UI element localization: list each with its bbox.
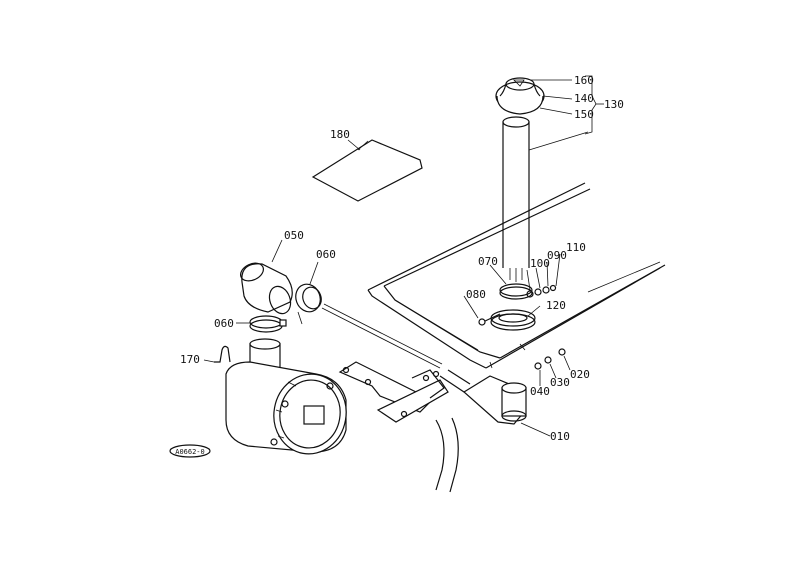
- callout-050: 050: [284, 229, 304, 242]
- callout-160: 160: [574, 74, 594, 87]
- callout-120: 120: [546, 299, 566, 312]
- callout-180: 180: [330, 128, 350, 141]
- pre-cleaner-cap: [495, 77, 545, 115]
- elbow-050: [240, 262, 293, 315]
- callout-140: 140: [574, 92, 594, 105]
- mounting-bracket: [338, 361, 449, 423]
- clamp-060-right: [295, 283, 322, 325]
- clamp-060-left: [249, 315, 287, 333]
- hood-panel: [367, 182, 666, 369]
- reference-code: A0662-0: [175, 448, 205, 456]
- callout-060-upper: 060: [316, 248, 336, 261]
- lower-hose: [435, 417, 459, 493]
- callout-090: 090: [547, 249, 567, 262]
- clamp-070: [499, 283, 533, 300]
- clip-170: [203, 345, 231, 363]
- callout-110: 110: [566, 241, 586, 254]
- bolt-080: [478, 313, 501, 326]
- connecting-rod: [321, 303, 443, 369]
- bolts-020-040: [534, 348, 571, 386]
- callout-130: 130: [604, 98, 624, 111]
- callout-100: 100: [530, 257, 550, 270]
- hose-120: [490, 309, 536, 331]
- callout-070: 070: [478, 255, 498, 268]
- callout-labels: 160 140 130 150 180 110 090 100 070 080 …: [180, 74, 624, 443]
- callout-020: 020: [570, 368, 590, 381]
- leader-lines-top: [463, 75, 604, 319]
- washers-090-110: [526, 284, 557, 298]
- callout-040: 040: [530, 385, 550, 398]
- callout-150: 150: [574, 108, 594, 121]
- callout-170: 170: [180, 353, 200, 366]
- sheet-180: [311, 139, 423, 202]
- callout-080: 080: [466, 288, 486, 301]
- callout-060-lower: 060: [214, 317, 234, 330]
- callout-030: 030: [550, 376, 570, 389]
- reference-code-badge: A0662-0: [169, 444, 211, 458]
- intake-pipe: [502, 116, 589, 282]
- leader-lines-lower: [236, 140, 551, 437]
- callout-010: 010: [550, 430, 570, 443]
- air-cleaner: [225, 338, 347, 455]
- elbow-010: [439, 369, 527, 425]
